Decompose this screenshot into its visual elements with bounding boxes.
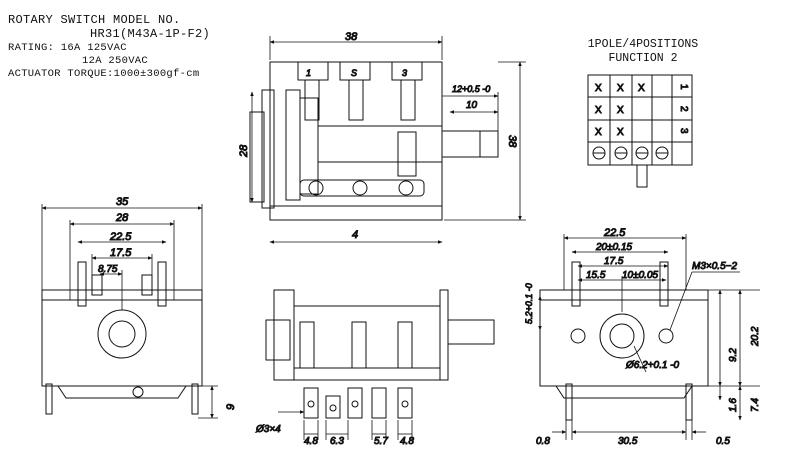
grid-cell: X <box>638 83 645 94</box>
dim-shaft-length: 10 <box>466 100 478 111</box>
rear-view <box>539 261 709 421</box>
terminal-label-3: 3 <box>402 68 407 78</box>
dim-side-5-7: 5.7 <box>374 436 388 447</box>
rear-view-body <box>539 289 709 387</box>
grid-position-label: 2 <box>678 106 689 112</box>
dim-top-height-left: 28 <box>238 144 250 158</box>
grid-cell: X <box>617 83 624 94</box>
rating-line-2: 12A 250VAC <box>82 55 149 67</box>
dim-rear-17-5: 17.5 <box>604 256 624 267</box>
terminal-1 <box>297 61 329 81</box>
function-grid <box>587 74 693 188</box>
dim-rear-0-8: 0.8 <box>536 436 550 447</box>
grid-cell: X <box>595 105 602 116</box>
terminal-label-s: S <box>351 68 357 78</box>
top-view-left-flange <box>249 111 265 203</box>
dim-rear-9-2: 9.2 <box>728 348 739 362</box>
dim-rear-7-4: 7.4 <box>750 398 761 412</box>
screw-2 <box>352 180 368 196</box>
dim-front-35: 35 <box>116 196 129 208</box>
grid-position-label: 1 <box>678 84 689 90</box>
top-view <box>249 61 499 221</box>
dim-top-4: 4 <box>352 229 358 241</box>
front-view-dims <box>41 204 218 419</box>
model-title: ROTARY SWITCH MODEL NO. <box>8 13 181 27</box>
dim-side-4-8-a: 4.8 <box>304 436 318 447</box>
function-name: FUNCTION 2 <box>608 52 678 65</box>
top-view-shaft <box>441 130 499 158</box>
side-view <box>265 289 495 419</box>
dim-rear-30-5: 30.5 <box>618 436 638 447</box>
top-view-dims <box>250 36 526 244</box>
rear-view-dims <box>538 234 760 440</box>
dim-rear-20: 20±0.15 <box>595 242 633 253</box>
dim-front-22-5: 22.5 <box>109 231 132 243</box>
dim-rear-5-2: 5.2+0.1 -0 <box>524 283 534 324</box>
dim-side-4-8-b: 4.8 <box>400 436 414 447</box>
actuator-torque: ACTUATOR TORQUE:1000±300gf-cm <box>8 68 200 80</box>
model-number: HR31(M43A-1P-F2) <box>90 27 211 41</box>
function-title: 1POLE/4POSITIONS FUNCTION 2 <box>568 38 718 66</box>
grid-position-label: 3 <box>678 128 689 134</box>
side-view-dims <box>278 410 413 440</box>
dim-rear-10: 10±0.05 <box>622 270 659 281</box>
dim-rear-1-6: 1.6 <box>728 398 739 412</box>
function-poles: 1POLE/4POSITIONS <box>587 38 699 51</box>
dim-front-17-5: 17.5 <box>110 247 132 259</box>
dim-shaft-tolerance: 12+0.5 -0 <box>452 84 490 94</box>
screw-1 <box>308 180 324 196</box>
dim-top-width: 38 <box>345 31 358 43</box>
dim-side-6-3: 6.3 <box>330 436 344 447</box>
grid-cell: X <box>595 127 602 138</box>
top-view-knob-ring <box>285 89 301 201</box>
top-view-mount-plate <box>261 89 275 209</box>
screw-3 <box>398 180 414 196</box>
dim-side-hole: Ø3×4 <box>255 424 281 435</box>
dim-front-8-75: 8.75 <box>98 264 118 275</box>
grid-cell: X <box>617 105 624 116</box>
dim-rear-0-5: 0.5 <box>716 436 730 447</box>
side-view-shaft <box>447 319 495 345</box>
dim-top-height-right: 38 <box>506 135 518 148</box>
dim-rear-15-5: 15.5 <box>586 270 606 281</box>
terminal-label-1: 1 <box>306 68 311 78</box>
rating-line-1: RATING: 16A 125VAC <box>8 42 127 54</box>
dim-rear-thread: M3×0.5−2 <box>692 261 737 272</box>
spec-block: ROTARY SWITCH MODEL NO. HR31(M43A-1P-F2)… <box>8 14 210 81</box>
grid-cell: X <box>617 127 624 138</box>
grid-cell: X <box>595 83 602 94</box>
dim-rear-20-2: 20.2 <box>750 326 761 347</box>
dim-front-9: 9 <box>225 404 237 410</box>
dim-rear-diameter: Ø6.2+0.1 -0 <box>625 360 680 371</box>
dim-rear-22-5: 22.5 <box>603 227 626 239</box>
dim-front-28: 28 <box>115 212 129 224</box>
